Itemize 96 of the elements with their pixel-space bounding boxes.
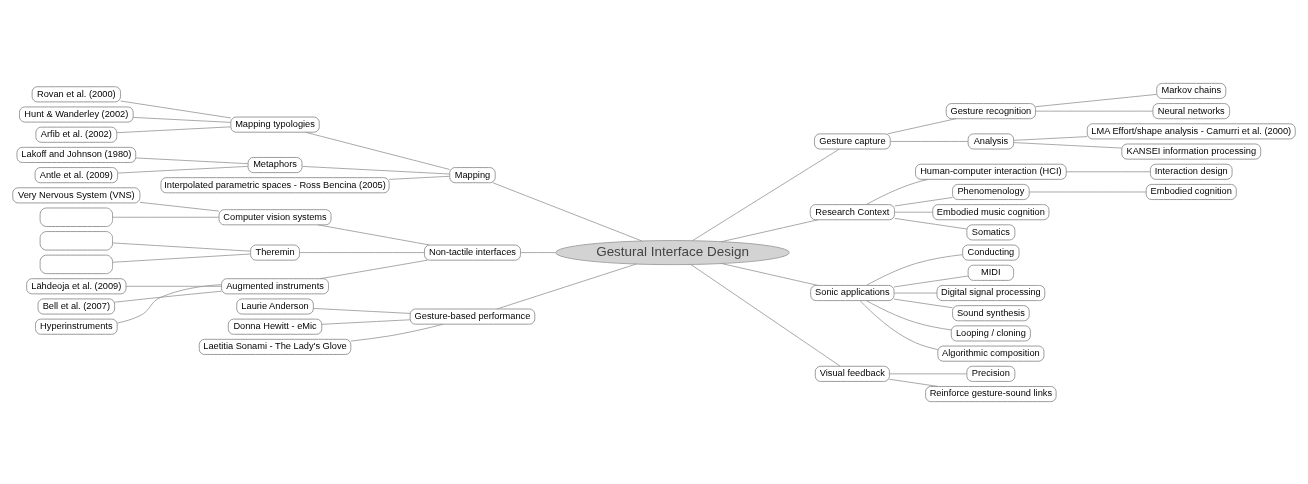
node-box: Mapping	[449, 166, 496, 183]
node-box: MIDI	[967, 264, 1014, 281]
node-box: Metaphors	[247, 156, 303, 173]
node-box: Gesture capture	[814, 132, 891, 149]
connector	[116, 125, 231, 133]
node-box: Mapping typologies	[230, 116, 320, 133]
node-box: Laurie Anderson	[236, 298, 314, 314]
connector	[317, 223, 430, 245]
node-box: Rovan et al. (2000)	[31, 85, 121, 102]
connector	[894, 196, 953, 206]
connector	[135, 157, 249, 164]
node-box: Donna Hewitt - eMic	[227, 318, 323, 335]
node-box: Hunt & Wanderley (2002)	[19, 106, 134, 122]
connector	[893, 292, 938, 293]
node-box: KANSEI information processing	[1121, 143, 1262, 160]
connector	[692, 148, 840, 241]
connector	[1065, 170, 1151, 172]
node-box: Arfib et al. (2002)	[35, 126, 118, 143]
node-box: Visual feedback	[814, 365, 890, 382]
connector	[865, 178, 929, 205]
connector	[690, 263, 841, 367]
node-box: Gesture recognition	[945, 102, 1036, 119]
connector	[139, 201, 220, 211]
connector	[1013, 135, 1088, 141]
node-box: Phenomenology	[952, 183, 1030, 200]
connector	[125, 285, 222, 287]
node-box: Embodied music cognition	[932, 203, 1050, 220]
connector	[859, 300, 939, 350]
connector	[388, 175, 450, 180]
node-box: Computer vision systems	[218, 208, 332, 225]
connector	[304, 131, 450, 170]
connector	[116, 283, 222, 323]
node-box: Embodied cognition	[1145, 183, 1237, 200]
connector	[312, 307, 411, 314]
node-box: Human-computer interaction (HCI)	[915, 163, 1067, 180]
node-box: Theremin	[250, 244, 300, 261]
connector	[893, 275, 969, 287]
node-box: Neural networks	[1152, 102, 1230, 119]
connector	[865, 299, 952, 330]
connector	[894, 217, 968, 229]
node-box: LMA Effort/shape analysis - Camurri et al. (2000)	[1086, 122, 1296, 139]
node-box: Analysis	[967, 132, 1014, 149]
connector	[112, 242, 251, 252]
node-box: Looping / cloning	[950, 324, 1031, 341]
connector	[114, 290, 222, 303]
node-box: Hyperinstruments	[35, 318, 118, 335]
connector	[350, 323, 444, 341]
node-box: Augmented instruments	[221, 277, 329, 294]
connector	[112, 253, 251, 263]
connector	[492, 181, 643, 241]
connector	[120, 100, 232, 118]
connector	[894, 211, 933, 213]
node-box: Antle et al. (2009)	[34, 166, 118, 183]
node-box	[39, 207, 113, 227]
node-box: Algorithmic composition	[937, 345, 1045, 362]
connector	[720, 218, 819, 242]
connector	[720, 262, 819, 286]
connector	[520, 251, 556, 253]
node-box: Gesture-based performance	[409, 308, 536, 325]
node-box: Digital signal processing	[936, 284, 1046, 301]
node-box: Somatics	[966, 223, 1016, 240]
connector	[893, 298, 953, 308]
connector	[117, 165, 249, 173]
connector	[112, 216, 220, 218]
node-box	[39, 254, 113, 274]
node-box: Bell et al. (2007)	[37, 298, 116, 314]
node-box: Very Nervous System (VNS)	[12, 186, 141, 203]
connector	[1028, 191, 1147, 192]
connector	[132, 116, 232, 123]
node-box: Interaction design	[1150, 163, 1233, 180]
node-ellipse: Gestural Interface Design	[555, 239, 790, 265]
connector	[1035, 110, 1154, 112]
node-box: Interpolated parametric spaces - Ross Bencina (2005)	[160, 176, 390, 193]
connector	[1013, 141, 1123, 148]
node-box: Lähdeoja et al. (2009)	[26, 277, 127, 294]
node-box: Sound synthesis	[952, 304, 1030, 321]
connector	[1035, 93, 1157, 107]
node-box: Lakoff and Johnson (1980)	[16, 146, 137, 163]
node-box: Sonic applications	[810, 284, 895, 301]
node-box: Conducting	[962, 244, 1020, 261]
connector	[865, 253, 963, 286]
connector	[890, 140, 969, 142]
node-box: Markov chains	[1156, 82, 1227, 99]
connector	[301, 165, 450, 174]
connector	[496, 263, 637, 309]
node-box: Laetitia Sonami - The Lady's Glove	[198, 338, 352, 355]
node-box: Precision	[966, 365, 1016, 382]
connector	[321, 318, 411, 325]
node-box: Non-tactile interfaces	[424, 244, 521, 261]
connector	[889, 378, 939, 387]
node-box: Research Context	[809, 203, 895, 220]
node-box	[39, 230, 113, 250]
connector	[887, 117, 957, 134]
connector	[319, 259, 428, 279]
node-box: Reinforce gesture-sound links	[925, 385, 1057, 402]
connector	[299, 251, 425, 253]
